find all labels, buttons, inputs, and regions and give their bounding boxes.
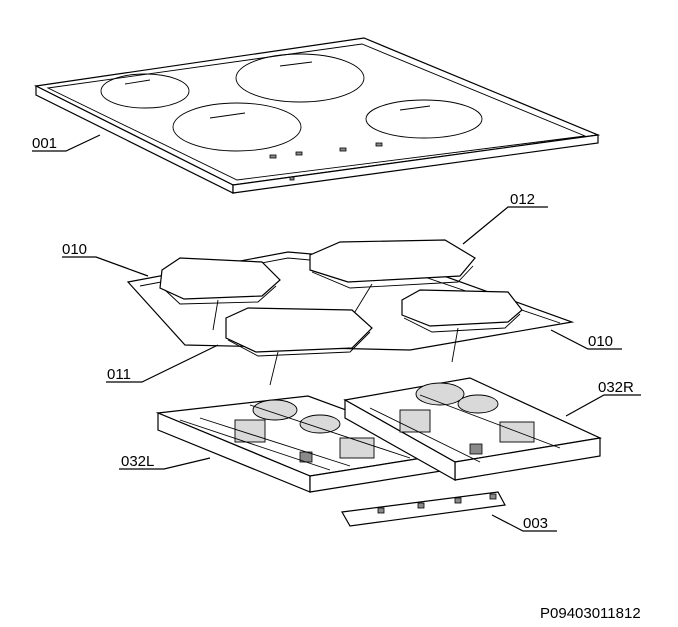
label-032r: 032R xyxy=(598,379,634,396)
module-right-part xyxy=(343,377,603,482)
label-012: 012 xyxy=(510,191,535,208)
control-board-part xyxy=(341,491,506,527)
glass-top-part xyxy=(34,37,601,194)
drawing-code: P09403011812 xyxy=(540,605,641,622)
label-032l: 032L xyxy=(121,453,154,470)
coil-left xyxy=(159,257,281,331)
label-003: 003 xyxy=(523,515,548,532)
label-001: 001 xyxy=(32,135,57,152)
coil-right xyxy=(401,289,523,363)
label-010-left: 010 xyxy=(62,241,87,258)
coil-front xyxy=(225,307,373,386)
touch-control-marks xyxy=(269,142,383,181)
module-left-part xyxy=(155,395,463,493)
label-011: 011 xyxy=(107,366,131,383)
leader-lines xyxy=(32,134,641,532)
coil-tray-part xyxy=(126,239,575,386)
label-010-right: 010 xyxy=(588,333,613,350)
